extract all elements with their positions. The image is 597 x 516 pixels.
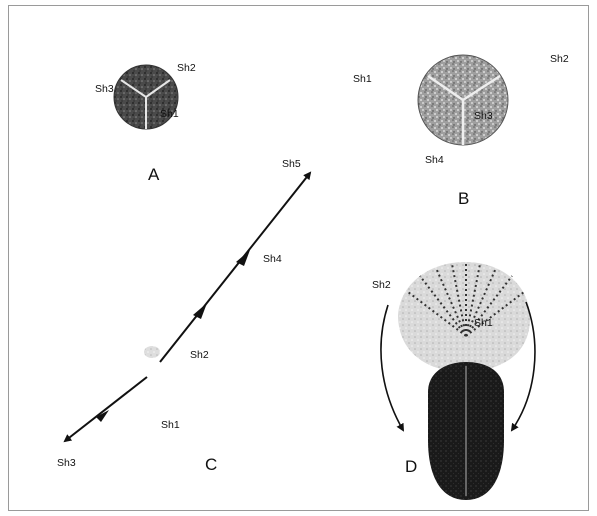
panel-c-label-sh4: Sh4 bbox=[263, 253, 282, 265]
panel-c-label-sh2: Sh2 bbox=[190, 349, 209, 361]
panel-a-letter: A bbox=[148, 165, 160, 184]
panel-c-label-sh3: Sh3 bbox=[57, 457, 76, 469]
panel-b-label-sh1: Sh1 bbox=[353, 73, 372, 85]
panel-d-label-sh1: Sh1 bbox=[474, 317, 493, 329]
panel-d: Sh2 Sh1 D bbox=[372, 262, 535, 500]
panel-c-shoot-apex bbox=[144, 346, 160, 358]
panel-c-growth-arrow-upper bbox=[160, 173, 310, 362]
panel-c-label-sh1: Sh1 bbox=[161, 419, 180, 431]
panel-a-label-sh1: Sh1 bbox=[160, 108, 179, 120]
panel-d-label-sh2: Sh2 bbox=[372, 279, 391, 291]
panel-d-letter: D bbox=[405, 457, 417, 476]
panel-a: Sh3 Sh2 Sh1 A bbox=[95, 62, 196, 184]
panel-b-label-sh4: Sh4 bbox=[425, 154, 444, 166]
panel-b: Sh1 Sh2 Sh3 Sh4 B bbox=[353, 53, 569, 208]
panel-b-label-sh3: Sh3 bbox=[474, 110, 493, 122]
panel-c: Sh5 Sh4 Sh2 Sh1 Sh3 C bbox=[57, 158, 310, 474]
panel-c-growth-arrow-lower bbox=[65, 377, 147, 441]
panel-a-label-sh3: Sh3 bbox=[95, 83, 114, 95]
panel-a-label-sh2: Sh2 bbox=[177, 62, 196, 74]
panel-c-letter: C bbox=[205, 455, 217, 474]
panel-d-upper-lobe bbox=[398, 262, 530, 372]
panel-b-letter: B bbox=[458, 189, 469, 208]
panel-c-label-sh5: Sh5 bbox=[282, 158, 301, 170]
panel-b-label-sh2: Sh2 bbox=[550, 53, 569, 65]
